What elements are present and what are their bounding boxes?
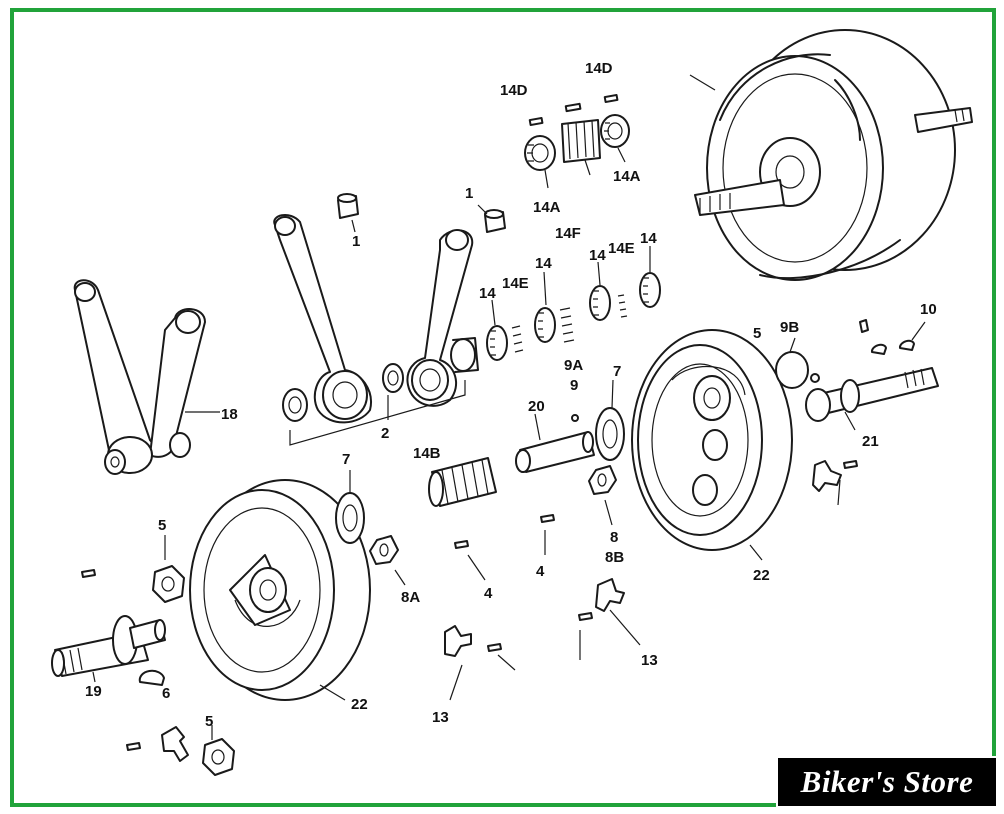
callout-22: 22 [351,696,368,713]
bearing-set-14a [524,93,630,189]
callout-10: 10 [920,301,937,318]
callout-14b: 14B [413,445,441,462]
callout-9a: 9A [564,357,583,374]
callout-20: 20 [528,398,545,415]
crankpin-and-cage [335,379,625,586]
callout-2: 2 [381,425,389,442]
callout-5: 5 [158,517,166,534]
callout-9: 9 [570,377,578,394]
shafts [51,319,939,683]
callout-14f: 14F [555,225,581,242]
roller-bearings-14 [486,246,661,361]
callout-8: 8 [610,529,618,546]
callout-22: 22 [753,567,770,584]
small-fasteners [81,460,858,776]
connecting-rod-pair [273,214,479,446]
callout-14d: 14D [585,60,613,77]
bushing-part-1 [337,193,506,233]
callout-14: 14 [640,230,657,247]
callout-14: 14 [589,247,606,264]
callout-7: 7 [613,363,621,380]
assembled-flywheel-assembly [689,29,973,281]
left-flywheel-22 [189,479,371,701]
callout-13: 13 [641,652,658,669]
callout-5: 5 [753,325,761,342]
callout-14a: 14A [533,199,561,216]
callout-6: 6 [162,685,170,702]
callout-1: 1 [352,233,360,250]
callout-1: 1 [465,185,473,202]
callout-18: 18 [221,406,238,423]
callout-9b: 9B [780,319,799,336]
callout-8a: 8A [401,589,420,606]
callout-19: 19 [85,683,102,700]
bikers-store-watermark: Biker's Store [776,756,998,808]
callout-labels: 1 1 2 4 4 5 5 5 6 7 7 8 8A 8B 9 9A 9B 10… [85,60,937,730]
callout-13: 13 [432,709,449,726]
callout-14e: 14E [502,275,529,292]
callout-14: 14 [535,255,552,272]
callout-5: 5 [205,713,213,730]
connecting-rod-assembly-18 [73,279,220,475]
callout-21: 21 [862,433,879,450]
callout-7: 7 [342,451,350,468]
green-frame [10,8,996,807]
right-flywheel-22 [631,329,793,561]
callout-4: 4 [484,585,493,602]
callout-14: 14 [479,285,496,302]
callout-8b: 8B [605,549,624,566]
callout-14e: 14E [608,240,635,257]
callout-14a: 14A [613,168,641,185]
callout-14d: 14D [500,82,528,99]
callout-4: 4 [536,563,545,580]
